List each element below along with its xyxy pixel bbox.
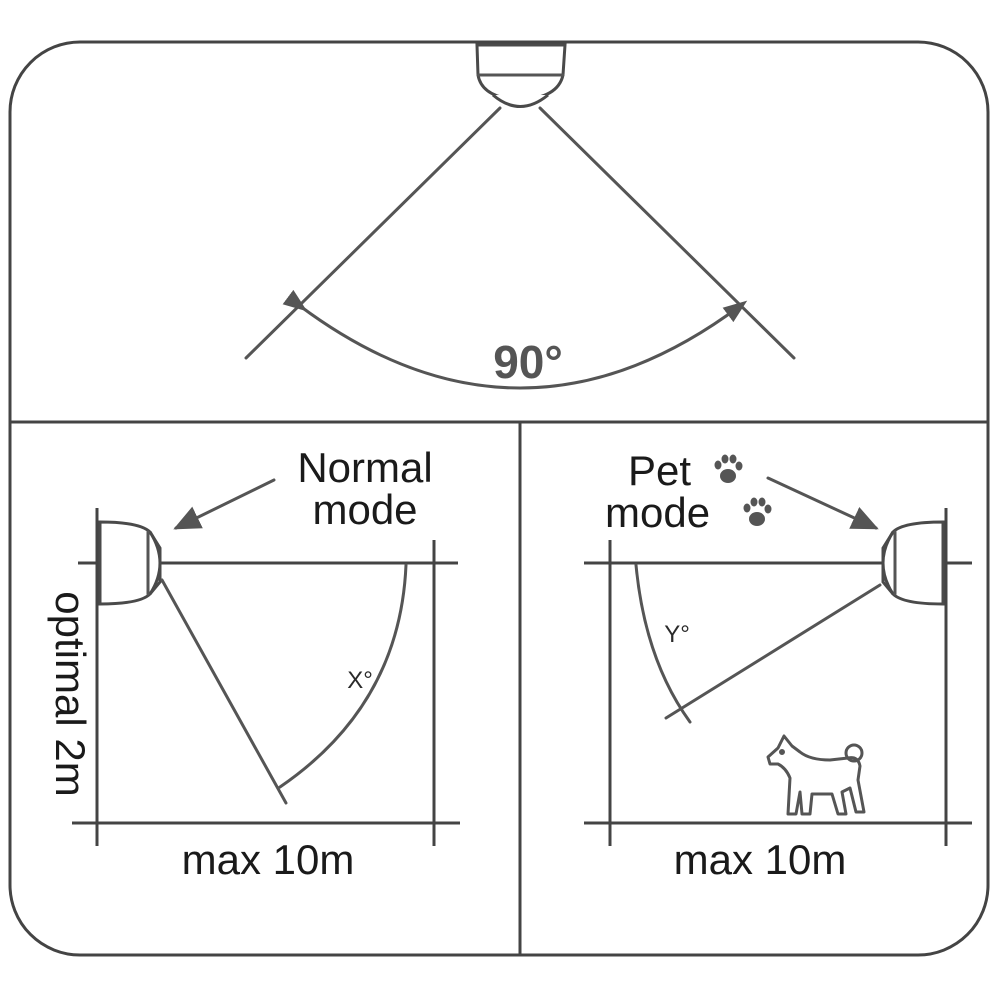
top-panel: 90°: [244, 43, 796, 390]
pet-angle-label: Y°: [664, 621, 690, 648]
normal-mode-panel: Normal mode X° optimal 2m max 10m: [47, 444, 460, 883]
top-angle-label: 90°: [493, 336, 563, 388]
normal-angle-label: X°: [347, 667, 373, 694]
pet-coverage-line: [664, 583, 882, 720]
normal-mode-label-line1: Normal: [297, 444, 432, 491]
coverage-line-right: [538, 106, 796, 360]
pet-coverage-arc: [634, 563, 692, 724]
normal-coverage-line: [160, 578, 288, 805]
wall-sensor-icon: [98, 520, 162, 606]
paw-icon: [743, 497, 772, 526]
dog-icon: [766, 734, 866, 816]
normal-range-label: max 10m: [182, 836, 355, 883]
wall-sensor-icon: [881, 520, 945, 606]
ceiling-sensor-icon: [475, 43, 567, 108]
normal-mode-arrow: [173, 478, 276, 530]
pet-mode-panel: Pet mode Y°: [584, 447, 972, 883]
pet-mode-label-line2: mode: [605, 489, 710, 536]
normal-mode-label-line2: mode: [312, 486, 417, 533]
paw-icon: [714, 454, 743, 483]
pet-mode-arrow: [766, 476, 879, 530]
pet-mode-label-line1: Pet: [628, 447, 691, 494]
outer-frame: [8, 40, 990, 957]
coverage-arc: [282, 289, 748, 390]
normal-coverage-arc: [278, 563, 408, 789]
pet-range-label: max 10m: [674, 836, 847, 883]
height-label: optimal 2m: [47, 591, 94, 796]
coverage-line-left: [244, 106, 502, 360]
